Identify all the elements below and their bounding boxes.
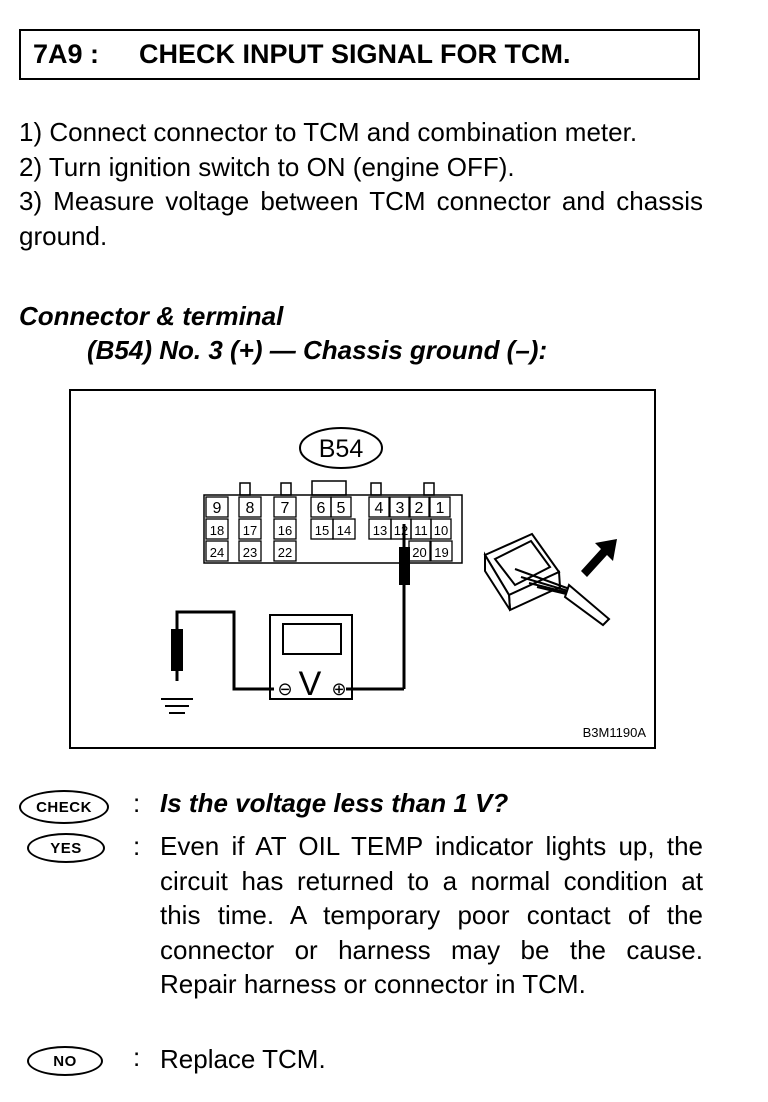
step-2: 2) Turn ignition switch to ON (engine OF… (19, 151, 515, 182)
pin-number-15: 15 (315, 523, 329, 538)
yes-answer: Even if AT OIL TEMP indicator lights up,… (160, 831, 703, 999)
pin-number-18: 18 (210, 523, 224, 538)
voltmeter: V ⊖ ⊕ (269, 614, 353, 703)
pin-number-2: 2 (415, 500, 424, 517)
step-title: 7A9 : CHECK INPUT SIGNAL FOR TCM. (33, 39, 571, 70)
figure-code: B3M1190A (583, 725, 647, 740)
pin-number-22: 22 (278, 545, 292, 560)
pin-number-19: 19 (434, 545, 448, 560)
connector-b54 (203, 480, 463, 564)
no-colon: : (133, 1042, 141, 1072)
connector-id-label: B54 (319, 435, 364, 463)
yes-badge: YES (27, 833, 105, 863)
pin-number-23: 23 (243, 545, 257, 560)
positive-probe (399, 524, 410, 689)
connector-id-bubble (299, 427, 383, 469)
voltmeter-symbol: V (299, 665, 322, 703)
check-colon: : (133, 788, 141, 818)
pin-cell (205, 540, 229, 562)
pin-cell (368, 496, 390, 518)
pin-cell (273, 518, 297, 540)
pin-number-13: 13 (373, 523, 387, 538)
pin-number-20: 20 (412, 545, 426, 560)
pin-cell (273, 496, 297, 518)
pin-cell (430, 540, 453, 562)
pin-number-3: 3 (396, 500, 405, 517)
pin-number-24: 24 (210, 545, 224, 560)
procedure-steps: 1) Connect connector to TCM and combinat… (19, 115, 703, 253)
pin-cell (238, 540, 262, 562)
wire-bundle (514, 568, 611, 627)
step-heading: CHECK INPUT SIGNAL FOR TCM. (139, 39, 571, 69)
pin-cell (408, 496, 430, 518)
pin-number-9: 9 (213, 500, 222, 517)
pin-number-1: 1 (436, 500, 445, 517)
pin-number-12: 12 (394, 523, 408, 538)
step-code: 7A9 : (33, 39, 100, 69)
check-question: Is the voltage less than 1 V? (160, 788, 509, 818)
connector-terminal-label: Connector & terminal (19, 301, 284, 331)
check-badge: CHECK (19, 790, 109, 824)
meter-plus-terminal: ⊕ (331, 679, 346, 699)
ground-lead (175, 610, 274, 691)
pin-cell (273, 540, 297, 562)
ground-probe (171, 629, 183, 671)
pin-number-6: 6 (317, 500, 326, 517)
step-1: 1) Connect connector to TCM and combinat… (19, 117, 638, 147)
pin-number-8: 8 (246, 500, 255, 517)
pin-cell (332, 518, 356, 540)
figure-frame (69, 389, 656, 749)
pin-number-14: 14 (337, 523, 351, 538)
step-3: 3) Measure voltage between TCM connector… (19, 186, 703, 251)
pin-cell (430, 518, 452, 540)
pin-number-10: 10 (434, 523, 448, 538)
pin-cell (389, 496, 411, 518)
yes-colon: : (133, 831, 141, 861)
ground-symbol (161, 698, 193, 714)
pin-cell (238, 518, 262, 540)
no-answer: Replace TCM. (160, 1044, 326, 1074)
pin-number-11: 11 (414, 523, 428, 538)
insertion-arrow-icon (581, 539, 617, 577)
step-title-box: 7A9 : CHECK INPUT SIGNAL FOR TCM. (19, 29, 700, 80)
pin-number-5: 5 (337, 500, 346, 517)
meter-minus-terminal: ⊖ (277, 679, 292, 699)
pin-number-7: 7 (281, 500, 290, 517)
pin-cell (330, 496, 352, 518)
pin-cell (238, 496, 262, 518)
connector-terminal-value: (B54) No. 3 (+) — Chassis ground (–): (87, 335, 548, 365)
pin-cell (429, 496, 451, 518)
pin-number-4: 4 (375, 500, 384, 517)
no-badge: NO (27, 1046, 103, 1076)
pin-number-17: 17 (243, 523, 257, 538)
pin-cell (205, 518, 229, 540)
pin-cell (205, 496, 229, 518)
pin-number-16: 16 (278, 523, 292, 538)
